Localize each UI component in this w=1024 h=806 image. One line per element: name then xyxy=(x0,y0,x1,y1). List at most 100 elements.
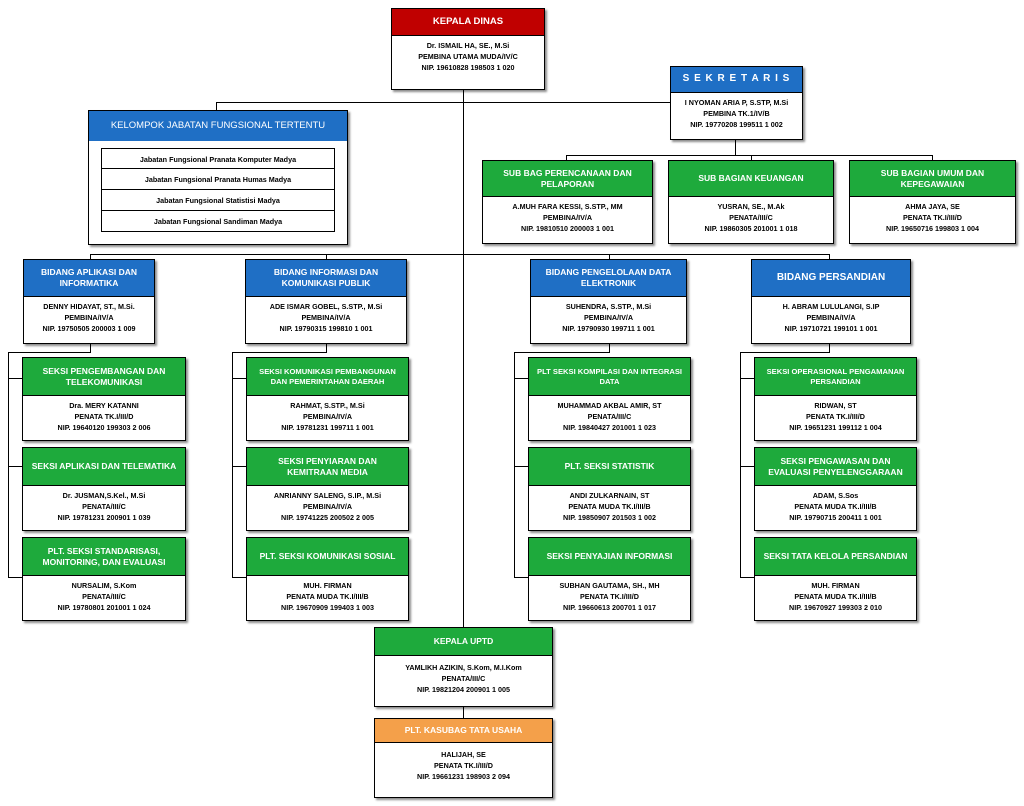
seksi-title: SEKSI APLIKASI DAN TELEMATIKA xyxy=(23,448,185,486)
seksi-name: Dra. MERY KATANNI xyxy=(69,401,139,410)
kepala-dinas-title: KEPALA DINAS xyxy=(392,9,544,36)
subbag-rank: PENATA/III/C xyxy=(729,213,773,223)
kepala-dinas-box: KEPALA DINAS Dr. ISMAIL HA, SE., M.Si PE… xyxy=(391,8,545,90)
bidang-name: H. ABRAM LULULANGI, S.IP xyxy=(782,302,880,311)
seksi-rank: PENATA TK.I/III/D xyxy=(74,412,134,422)
seksi-nip: NIP. 19780801 201001 1 024 xyxy=(57,603,151,613)
subbag-name: AHMA JAYA, SE xyxy=(905,202,960,211)
seksi-box: SEKSI OPERASIONAL PENGAMANAN PERSANDIAN … xyxy=(754,357,917,441)
bidang-nip: NIP. 19790930 199711 1 001 xyxy=(562,324,655,334)
seksi-nip: NIP. 19640120 199303 2 006 xyxy=(57,423,151,433)
seksi-box: SEKSI PENYIARAN DAN KEMITRAAN MEDIA ANRI… xyxy=(246,447,409,531)
bidang-aplikasi-box: BIDANG APLIKASI DAN INFORMATIKA DENNY HI… xyxy=(23,259,155,344)
seksi-rank: PENATA MUDA TK.I/III/B xyxy=(286,592,369,602)
fungsional-list: Jabatan Fungsional Pranata Komputer Mady… xyxy=(101,148,335,232)
seksi-title: PLT SEKSI KOMPILASI DAN INTEGRASI DATA xyxy=(529,358,690,396)
subbag-nip: NIP. 19650716 199803 1 004 xyxy=(886,224,979,234)
subbag-nip: NIP. 19810510 200003 1 001 xyxy=(521,224,614,234)
seksi-nip: NIP. 19670909 199403 1 003 xyxy=(281,603,374,613)
bidang-title: BIDANG APLIKASI DAN INFORMATIKA xyxy=(24,260,154,297)
kepala-uptd-nip: NIP. 19821204 200901 1 005 xyxy=(417,685,510,695)
seksi-rank: PENATA/III/C xyxy=(82,502,126,512)
sekretaris-title: S E K R E T A R I S xyxy=(671,67,802,93)
fungsional-item: Jabatan Fungsional Pranata Komputer Mady… xyxy=(101,148,335,169)
seksi-nip: NIP. 19670927 199303 2 010 xyxy=(789,603,882,613)
seksi-rank: PEMBINA/IV/A xyxy=(302,412,353,422)
kasubag-tu-rank: PENATA TK.I/III/D xyxy=(434,761,493,771)
subbag-umum-box: SUB BAGIAN UMUM DAN KEPEGAWAIAN AHMA JAY… xyxy=(849,160,1016,244)
seksi-rank: PENATA TK.I/III/D xyxy=(806,412,865,422)
kasubag-tu-nip: NIP. 19661231 198903 2 094 xyxy=(417,772,510,782)
seksi-box: SEKSI PENYAJIAN INFORMASI SUBHAN GAUTAMA… xyxy=(528,537,691,621)
sekretaris-box: S E K R E T A R I S I NYOMAN ARIA P, S.S… xyxy=(670,66,803,140)
kepala-uptd-rank: PENATA/III/C xyxy=(441,674,486,684)
seksi-name: ANDI ZULKARNAIN, ST xyxy=(569,491,650,500)
bidang-nip: NIP. 19750505 200003 1 009 xyxy=(42,324,136,334)
subbag-rank: PEMBINA/IV/A xyxy=(542,213,593,223)
kepala-dinas-nip: NIP. 19610828 198503 1 020 xyxy=(421,63,515,73)
fungsional-title: KELOMPOK JABATAN FUNGSIONAL TERTENTU xyxy=(89,111,347,141)
subbag-nip: NIP. 19860305 201001 1 018 xyxy=(704,224,798,234)
bidang-rank: PEMBINA/IV/A xyxy=(806,313,856,323)
subbag-title: SUB BAG PERENCANAAN DAN PELAPORAN xyxy=(483,161,652,197)
seksi-box: PLT. SEKSI STATISTIK ANDI ZULKARNAIN, ST… xyxy=(528,447,691,531)
fungsional-box: KELOMPOK JABATAN FUNGSIONAL TERTENTU Jab… xyxy=(88,110,348,245)
seksi-name: RAHMAT, S.STP., M.Si xyxy=(290,401,365,410)
kepala-uptd-box: KEPALA UPTD YAMLIKH AZIKIN, S.Kom, M.I.K… xyxy=(374,627,553,707)
seksi-box: PLT SEKSI KOMPILASI DAN INTEGRASI DATA M… xyxy=(528,357,691,441)
sekretaris-name: I NYOMAN ARIA P, S.STP, M.Si xyxy=(684,98,789,107)
sekretaris-nip: NIP. 19770208 199511 1 002 xyxy=(690,120,783,130)
bidang-informasi-box: BIDANG INFORMASI DAN KOMUNIKASI PUBLIK A… xyxy=(245,259,407,344)
kepala-dinas-rank: PEMBINA UTAMA MUDA/IV/C xyxy=(418,52,518,62)
seksi-nip: NIP. 19790715 200411 1 001 xyxy=(789,513,882,523)
subbag-keuangan-box: SUB BAGIAN KEUANGAN YUSRAN, SE., M.Ak PE… xyxy=(668,160,834,244)
seksi-nip: NIP. 19781231 200901 1 039 xyxy=(57,513,151,523)
bidang-name: DENNY HIDAYAT, ST., M.Si. xyxy=(43,302,135,311)
seksi-title: SEKSI PENYAJIAN INFORMASI xyxy=(529,538,690,576)
fungsional-item: Jabatan Fungsional Sandiman Madya xyxy=(101,211,335,232)
subbag-title: SUB BAGIAN KEUANGAN xyxy=(669,161,833,197)
seksi-name: MUH. FIRMAN xyxy=(303,581,352,590)
seksi-nip: NIP. 19660613 200701 1 017 xyxy=(563,603,656,613)
seksi-name: NURSALIM, S.Kom xyxy=(71,581,137,590)
kasubag-tu-name: HALIJAH, SE xyxy=(441,750,486,759)
seksi-box: SEKSI PENGAWASAN DAN EVALUASI PENYELENGG… xyxy=(754,447,917,531)
kasubag-tu-box: PLT. KASUBAG TATA USAHA HALIJAH, SE PENA… xyxy=(374,718,553,798)
subbag-perencanaan-box: SUB BAG PERENCANAAN DAN PELAPORAN A.MUH … xyxy=(482,160,653,244)
bidang-rank: PEMBINA/IV/A xyxy=(64,313,114,323)
seksi-name: RIDWAN, ST xyxy=(814,401,857,410)
seksi-rank: PENATA MUDA TK.I/III/B xyxy=(794,502,877,512)
seksi-nip: NIP. 19781231 199711 1 001 xyxy=(281,423,374,433)
seksi-nip: NIP. 19651231 199112 1 004 xyxy=(789,423,882,433)
bidang-persandian-box: BIDANG PERSANDIAN H. ABRAM LULULANGI, S.… xyxy=(751,259,911,344)
bidang-nip: NIP. 19710721 199101 1 001 xyxy=(784,324,878,334)
seksi-title: SEKSI KOMUNIKASI PEMBANGUNAN DAN PEMERIN… xyxy=(247,358,408,396)
seksi-rank: PEMBINA/IV/A xyxy=(302,502,353,512)
seksi-nip: NIP. 19850907 201503 1 002 xyxy=(563,513,656,523)
seksi-rank: PENATA TK.I/III/D xyxy=(580,592,639,602)
kepala-uptd-name: YAMLIKH AZIKIN, S.Kom, M.I.Kom xyxy=(405,663,522,672)
seksi-rank: PENATA/III/C xyxy=(587,412,632,422)
seksi-title: PLT. SEKSI KOMUNIKASI SOSIAL xyxy=(247,538,408,576)
seksi-rank: PENATA MUDA TK.I/III/B xyxy=(568,502,651,512)
seksi-rank: PENATA MUDA TK.I/III/B xyxy=(794,592,877,602)
sekretaris-rank: PEMBINA TK.1/IV/B xyxy=(703,109,770,119)
bidang-title: BIDANG INFORMASI DAN KOMUNIKASI PUBLIK xyxy=(246,260,406,297)
seksi-nip: NIP. 19741225 200502 2 005 xyxy=(281,513,374,523)
subbag-name: A.MUH FARA KESSI, S.STP., MM xyxy=(512,202,623,211)
kepala-uptd-title: KEPALA UPTD xyxy=(375,628,552,656)
subbag-name: YUSRAN, SE., M.Ak xyxy=(717,202,785,211)
seksi-box: PLT. SEKSI KOMUNIKASI SOSIAL MUH. FIRMAN… xyxy=(246,537,409,621)
seksi-box: SEKSI KOMUNIKASI PEMBANGUNAN DAN PEMERIN… xyxy=(246,357,409,441)
bidang-title: BIDANG PERSANDIAN xyxy=(752,260,910,297)
seksi-name: MUHAMMAD AKBAL AMIR, ST xyxy=(557,401,662,410)
seksi-title: SEKSI PENGEMBANGAN DAN TELEKOMUNIKASI xyxy=(23,358,185,396)
bidang-title: BIDANG PENGELOLAAN DATA ELEKTRONIK xyxy=(531,260,686,297)
seksi-name: ADAM, S.Sos xyxy=(812,491,859,500)
seksi-name: SUBHAN GAUTAMA, SH., MH xyxy=(559,581,660,590)
kepala-dinas-name: Dr. ISMAIL HA, SE., M.Si xyxy=(426,41,510,50)
bidang-nip: NIP. 19790315 199810 1 001 xyxy=(279,324,373,334)
seksi-title: SEKSI OPERASIONAL PENGAMANAN PERSANDIAN xyxy=(755,358,916,396)
fungsional-item: Jabatan Fungsional Statistisi Madya xyxy=(101,190,335,211)
subbag-title: SUB BAGIAN UMUM DAN KEPEGAWAIAN xyxy=(850,161,1015,197)
